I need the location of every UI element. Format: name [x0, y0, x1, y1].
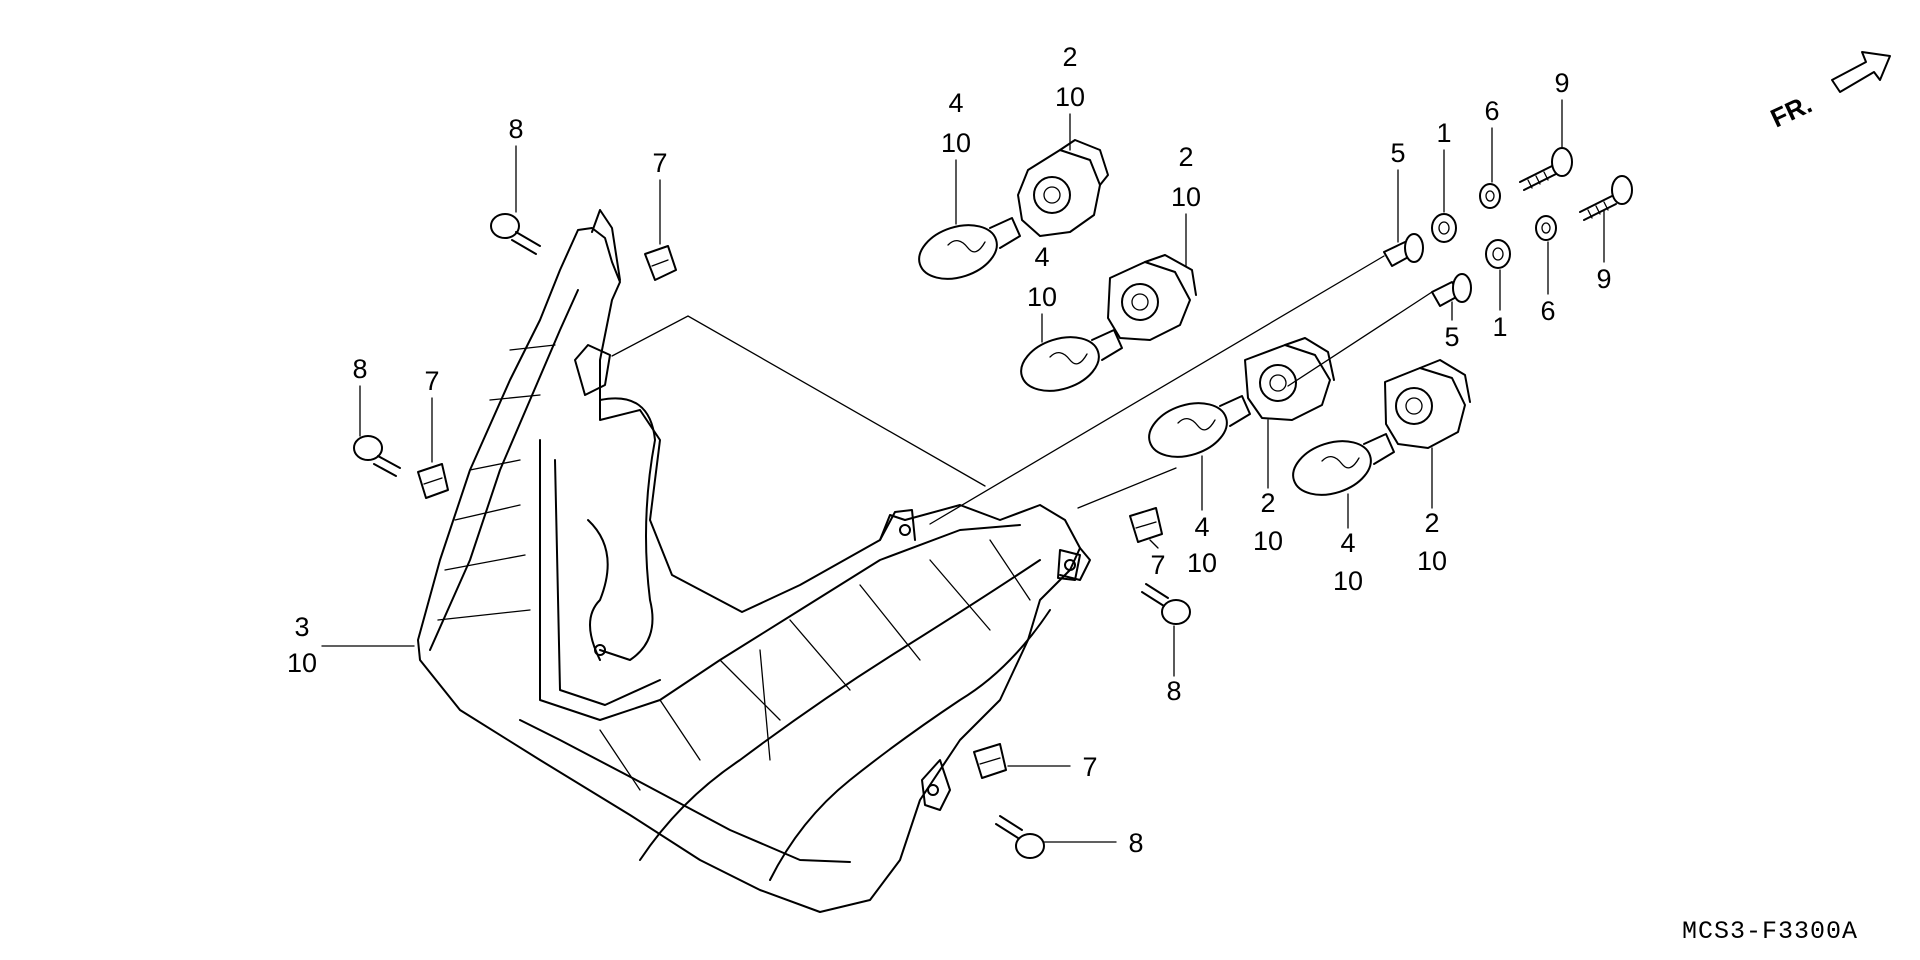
callout-number: 8 — [1166, 676, 1181, 706]
callout-c2: 7 — [652, 148, 668, 245]
screw-center-right — [1141, 583, 1191, 625]
callout-c10: 5 — [1390, 138, 1406, 243]
assembly-lines — [611, 255, 1433, 525]
screw-upper-left — [490, 213, 541, 255]
callout-c3: 8 — [352, 354, 368, 437]
bulb-lower-middle — [1148, 395, 1251, 458]
callout-number: 10 — [1055, 82, 1085, 112]
callout-c23: 8 — [1166, 625, 1182, 706]
callout-number: 4 — [1034, 242, 1049, 272]
callout-number: 10 — [1253, 526, 1283, 556]
callout-c21: 2 10 — [1417, 447, 1447, 576]
callout-c17: 5 — [1444, 301, 1460, 352]
callout-c5: 3 10 — [287, 612, 415, 678]
adjuster-hardware-upper — [1383, 147, 1573, 267]
callout-c1: 8 — [508, 114, 524, 213]
callout-number: 7 — [424, 366, 439, 396]
callout-c22: 7 — [1149, 539, 1166, 580]
callout-number: 2 — [1260, 488, 1275, 518]
headlight-housing — [417, 209, 1091, 913]
callout-number: 8 — [508, 114, 523, 144]
callout-number: 7 — [1082, 752, 1097, 782]
callouts: 8 7 8 7 3 10 4 10 2 10 — [287, 42, 1612, 858]
callout-number: 8 — [352, 354, 367, 384]
callout-c13: 9 — [1554, 68, 1570, 149]
bulb-socket-lower-middle — [1244, 337, 1335, 421]
callout-number: 10 — [1187, 548, 1217, 578]
callout-c4: 7 — [424, 366, 440, 463]
callout-number: 10 — [1333, 566, 1363, 596]
callout-number: 10 — [1171, 182, 1201, 212]
callout-c20: 4 10 — [1333, 493, 1363, 596]
callout-number: 7 — [652, 148, 667, 178]
callout-number: 2 — [1424, 508, 1439, 538]
callout-number: 5 — [1390, 138, 1405, 168]
callout-c7: 2 10 — [1055, 42, 1085, 151]
callout-number: 3 — [294, 612, 309, 642]
callout-c16: 1 — [1492, 269, 1508, 342]
callout-number: 1 — [1492, 312, 1507, 342]
bulb-socket-upper-middle — [1107, 254, 1197, 341]
diagram-code: MCS3-F3300A — [1681, 917, 1858, 946]
screw-middle-left — [353, 435, 401, 477]
callout-c25: 8 — [1043, 828, 1144, 858]
adjuster-hardware-lower — [1431, 175, 1633, 307]
front-direction-indicator: FR. — [1766, 51, 1891, 134]
callout-number: 6 — [1484, 96, 1499, 126]
bulb-upper-middle — [1020, 329, 1123, 392]
callout-c9: 4 10 — [1027, 242, 1057, 343]
bulb-socket-lower-right — [1384, 359, 1471, 449]
callout-number: 8 — [1128, 828, 1143, 858]
callout-c19: 2 10 — [1253, 419, 1283, 556]
callout-number: 10 — [1417, 546, 1447, 576]
direction-label: FR. — [1766, 89, 1817, 134]
callout-number: 9 — [1554, 68, 1569, 98]
callout-c6: 4 10 — [941, 88, 971, 225]
callout-number: 1 — [1436, 118, 1451, 148]
callout-number: 10 — [941, 128, 971, 158]
callout-c15: 6 — [1540, 241, 1556, 326]
callout-c12: 6 — [1484, 96, 1500, 183]
bulb-socket-upper-left — [1017, 139, 1109, 237]
callout-c18: 4 10 — [1187, 455, 1217, 578]
callout-number: 4 — [1340, 528, 1355, 558]
callout-number: 6 — [1540, 296, 1555, 326]
screw-bottom — [995, 815, 1045, 859]
callout-c24: 7 — [1007, 752, 1098, 782]
callout-number: 4 — [1194, 512, 1209, 542]
callout-number: 5 — [1444, 322, 1459, 352]
clip-upper — [644, 245, 677, 281]
callout-number: 4 — [948, 88, 963, 118]
clip-middle-left — [417, 463, 449, 499]
callout-c11: 1 — [1436, 118, 1452, 213]
callout-number: 7 — [1150, 550, 1165, 580]
callout-number: 2 — [1178, 142, 1193, 172]
callout-number: 9 — [1596, 264, 1611, 294]
callout-number: 10 — [1027, 282, 1057, 312]
clip-bottom — [973, 743, 1007, 779]
callout-c8: 2 10 — [1171, 142, 1201, 267]
bulb-lower-right — [1292, 433, 1395, 496]
bulb-upper-left — [918, 217, 1021, 280]
clip-center-right — [1129, 507, 1163, 543]
callout-number: 10 — [287, 648, 317, 678]
callout-number: 2 — [1062, 42, 1077, 72]
callout-c14: 9 — [1596, 209, 1612, 294]
